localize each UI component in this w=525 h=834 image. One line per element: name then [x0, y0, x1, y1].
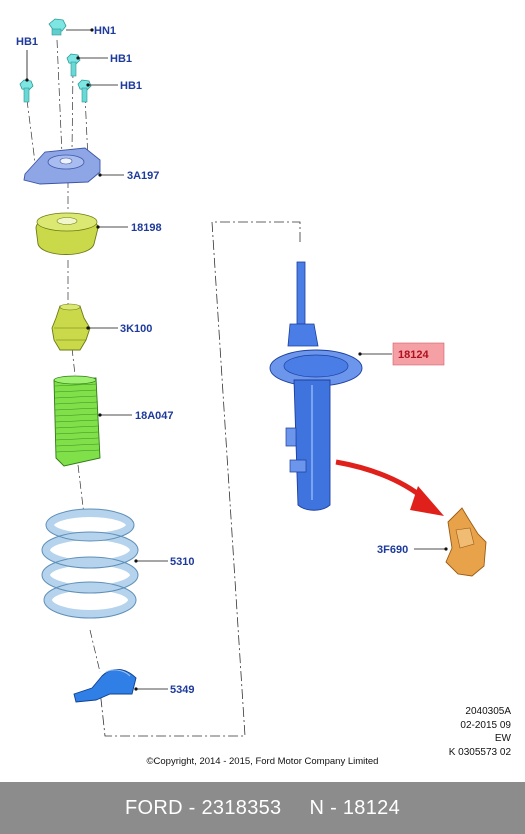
footer-catalog-number: N - 18124 — [309, 796, 401, 819]
assembly-outline — [99, 221, 301, 737]
footer-bar: FORD - 2318353 N - 18124 — [0, 782, 525, 834]
ref-line-3: EW — [494, 733, 511, 744]
ref-line-2: 02-2015 09 — [460, 719, 511, 731]
label-hn1: HN1 — [94, 25, 116, 37]
dust-boot — [53, 375, 101, 467]
ref-line-4: K 0305573 02 — [448, 746, 511, 758]
label-5349: 5349 — [170, 684, 194, 696]
label-18a047: 18A047 — [135, 410, 174, 422]
bearing — [35, 212, 99, 255]
leader-lines — [26, 29, 446, 690]
strut-assembly — [269, 261, 363, 511]
center-axis-lines — [26, 39, 101, 673]
drawing-reference-block: 2040305A 02-2015 09 EW K 0305573 02 — [449, 705, 511, 759]
ref-line-1: 2040305A — [465, 706, 511, 717]
top-mount — [23, 147, 101, 185]
leader-dots — [25, 28, 448, 691]
label-hb1-right: HB1 — [120, 80, 142, 92]
bolt-hb1-right — [77, 79, 92, 103]
copyright-notice: ©Copyright, 2014 - 2015, Ford Motor Comp… — [146, 756, 379, 767]
label-18198: 18198 — [131, 222, 162, 234]
label-hb1-mid: HB1 — [110, 53, 132, 65]
part-highlight-box — [392, 342, 445, 366]
label-hb1-left: HB1 — [16, 36, 38, 48]
footer-part-number: FORD - 2318353 — [124, 796, 282, 819]
exploded-diagram: HN1 HB1 HB1 HB1 3A197 18198 3K100 18A047… — [16, 18, 487, 737]
label-3k100: 3K100 — [120, 323, 152, 335]
label-3a197: 3A197 — [127, 170, 159, 182]
bump-stop — [51, 303, 91, 351]
bolt-hb1-left — [19, 79, 34, 103]
bracket — [445, 507, 487, 577]
label-18124: 18124 — [398, 349, 429, 361]
spring-seat — [73, 669, 137, 703]
label-5310: 5310 — [170, 556, 194, 568]
coil-spring — [41, 508, 139, 619]
direction-arrow — [335, 459, 444, 516]
label-3f690: 3F690 — [377, 544, 408, 556]
nut-hn1 — [48, 18, 67, 36]
bolt-hb1-mid — [66, 53, 81, 77]
